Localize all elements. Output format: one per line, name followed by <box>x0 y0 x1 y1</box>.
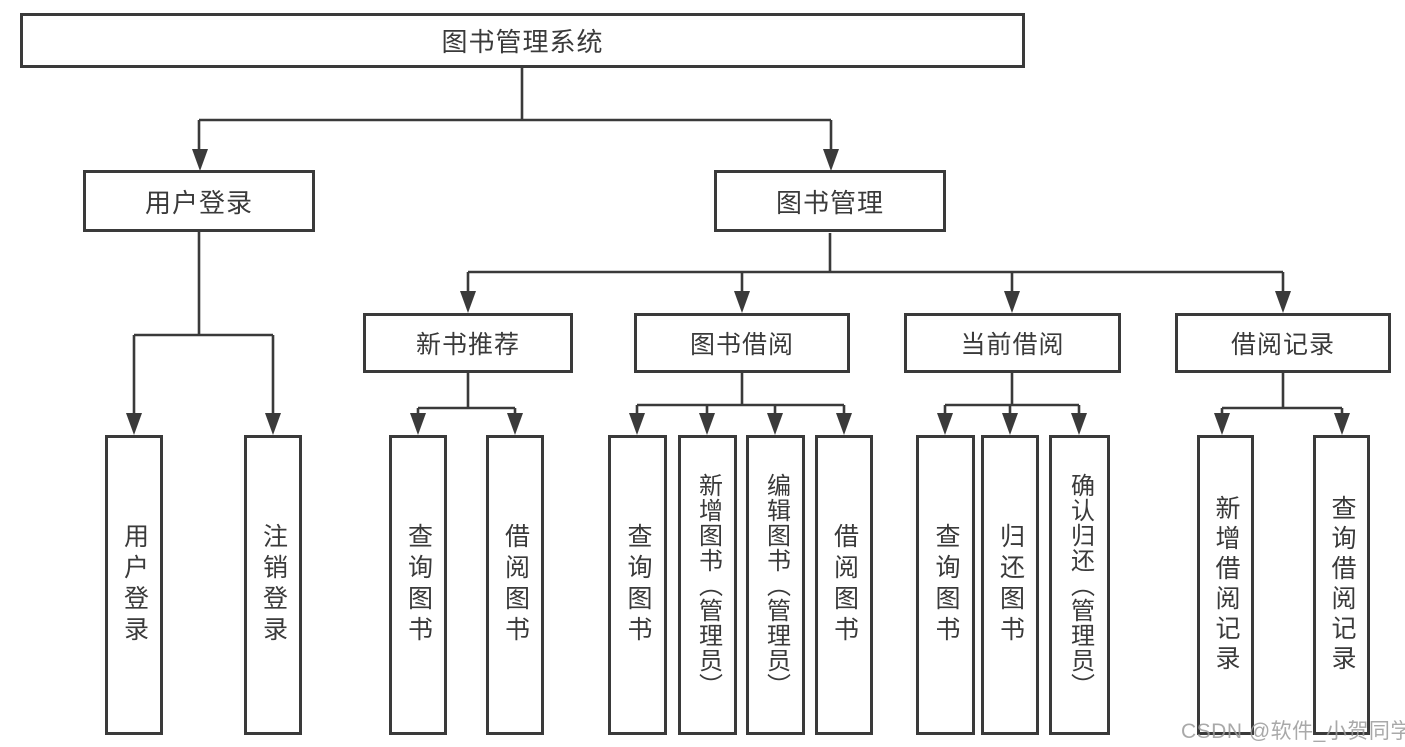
node-book-borrowing-label: 图书借阅 <box>689 331 794 359</box>
leaf-add-books-admin-label: 新增图书（管理员） <box>694 472 722 698</box>
leaf-query-books-1-label: 查询图书 <box>404 523 433 647</box>
node-book-borrowing: 图书借阅 <box>634 313 850 373</box>
node-book-management: 图书管理 <box>714 170 946 232</box>
node-new-book-recommend: 新书推荐 <box>363 313 573 373</box>
leaf-borrow-books-2-label: 借阅图书 <box>830 523 859 647</box>
leaf-query-books-2-label: 查询图书 <box>624 523 652 647</box>
leaf-borrow-books-1: 借阅图书 <box>486 435 544 735</box>
leaf-logout: 注销登录 <box>244 435 302 735</box>
leaf-query-books-3: 查询图书 <box>916 435 975 735</box>
node-user-login-label: 用户登录 <box>144 187 253 218</box>
leaf-confirm-return-admin: 确认归还（管理员） <box>1049 435 1110 735</box>
connector-paths <box>132 68 1344 415</box>
leaf-query-borrow-record: 查询借阅记录 <box>1313 435 1370 735</box>
leaf-query-books-1: 查询图书 <box>389 435 447 735</box>
node-current-borrowing: 当前借阅 <box>904 313 1121 373</box>
arrowheads <box>126 149 1350 435</box>
leaf-add-borrow-record: 新增借阅记录 <box>1197 435 1254 735</box>
leaf-borrow-books-1-label: 借阅图书 <box>501 523 530 647</box>
node-root-system: 图书管理系统 <box>20 13 1025 68</box>
node-new-book-recommend-label: 新书推荐 <box>415 331 520 359</box>
leaf-logout-label: 注销登录 <box>259 523 288 647</box>
leaf-return-books: 归还图书 <box>981 435 1039 735</box>
node-book-management-label: 图书管理 <box>775 187 884 218</box>
leaf-add-books-admin: 新增图书（管理员） <box>678 435 737 735</box>
node-user-login: 用户登录 <box>83 170 315 232</box>
leaf-return-books-label: 归还图书 <box>996 523 1025 647</box>
leaf-user-login: 用户登录 <box>105 435 163 735</box>
leaf-confirm-return-admin-label: 确认归还（管理员） <box>1066 472 1094 698</box>
csdn-watermark: CSDN @软件_小贺同学 <box>1181 720 1405 743</box>
node-borrowing-records: 借阅记录 <box>1175 313 1391 373</box>
leaf-borrow-books-2: 借阅图书 <box>815 435 873 735</box>
node-borrowing-records-label: 借阅记录 <box>1230 331 1335 359</box>
leaf-edit-books-admin: 编辑图书（管理员） <box>746 435 805 735</box>
leaf-query-borrow-record-label: 查询借阅记录 <box>1328 495 1356 675</box>
leaf-edit-books-admin-label: 编辑图书（管理员） <box>762 472 790 698</box>
node-root-label: 图书管理系统 <box>441 27 604 57</box>
leaf-add-borrow-record-label: 新增借阅记录 <box>1212 495 1240 675</box>
leaf-query-books-2: 查询图书 <box>608 435 667 735</box>
node-current-borrowing-label: 当前借阅 <box>960 331 1065 359</box>
leaf-user-login-label: 用户登录 <box>120 523 149 647</box>
leaf-query-books-3-label: 查询图书 <box>932 523 960 647</box>
